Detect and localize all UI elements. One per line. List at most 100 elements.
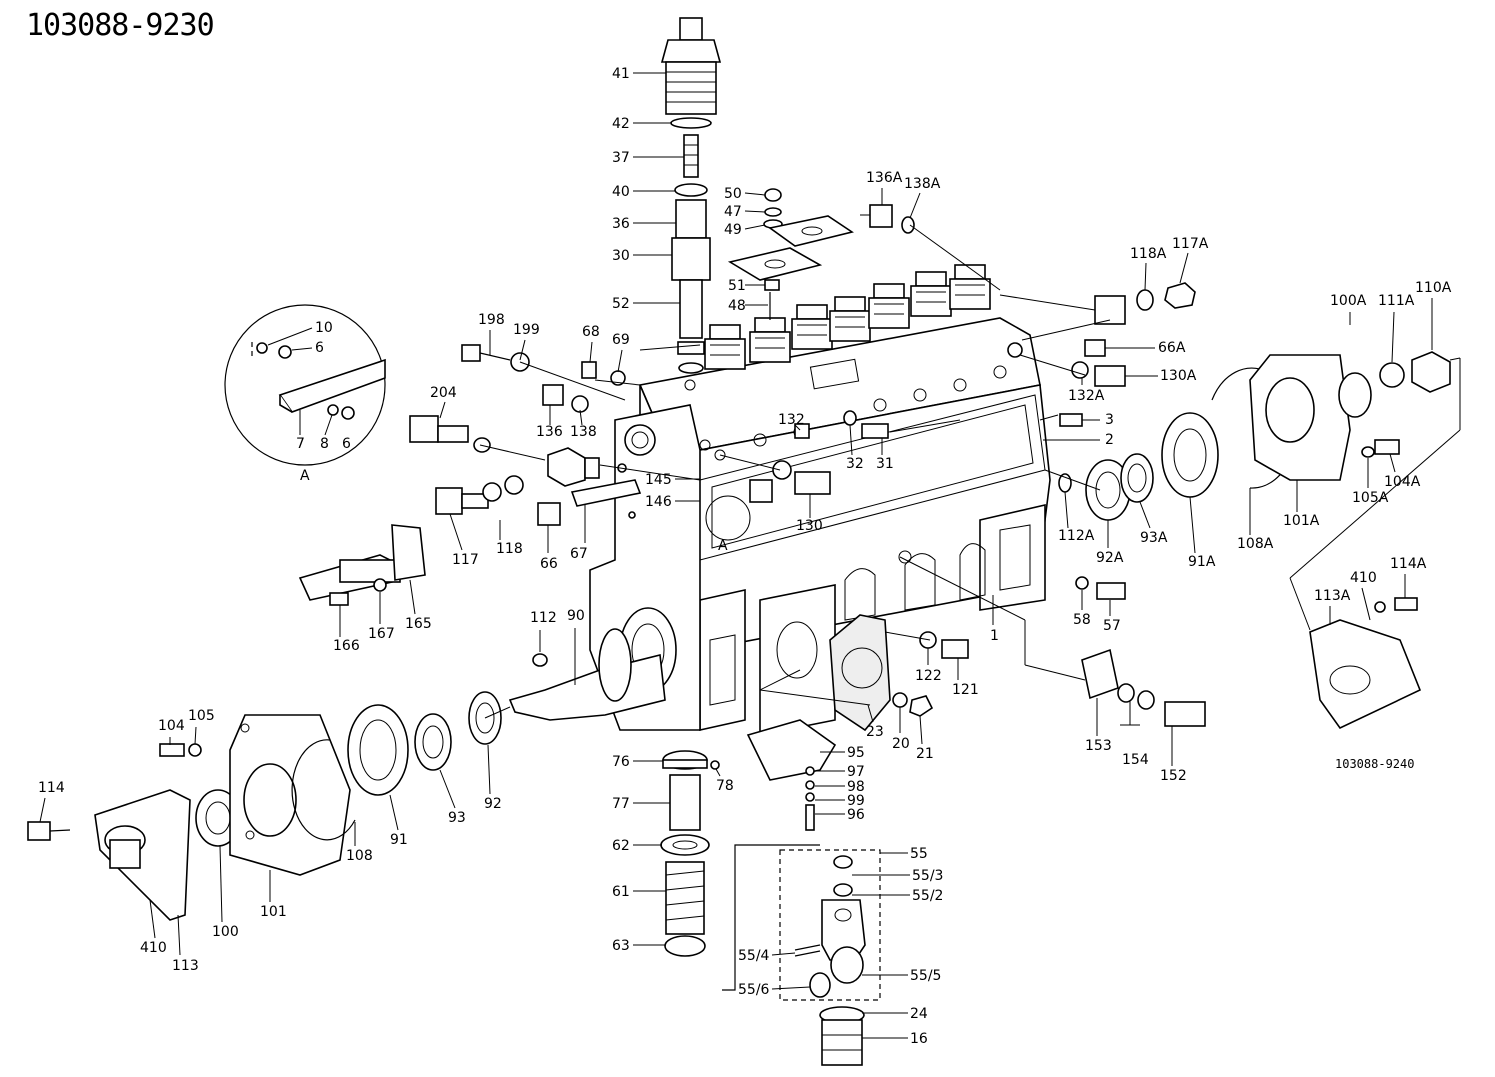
callout-96: 96 <box>847 807 865 823</box>
callout-92: 92 <box>484 796 502 812</box>
callout-100a: 100A <box>1330 293 1367 309</box>
callout-108: 108 <box>346 848 373 864</box>
callout-62: 62 <box>612 838 630 854</box>
callout-118a: 118A <box>1130 246 1167 262</box>
callout-167: 167 <box>368 626 395 642</box>
callout-55-4: 55/4 <box>738 948 770 964</box>
callout-8: 8 <box>320 436 329 452</box>
callout-110a: 110A <box>1415 280 1452 296</box>
callout-91: 91 <box>390 832 408 848</box>
callout-69: 69 <box>612 332 630 348</box>
callout-66: 66 <box>540 556 558 572</box>
callout-63: 63 <box>612 938 630 954</box>
callout-153: 153 <box>1085 738 1112 754</box>
callout-97: 97 <box>847 764 865 780</box>
callout-37: 37 <box>612 150 630 166</box>
callout-labels: 41 42 37 40 36 30 52 50 47 49 51 48 136A <box>38 66 1452 1047</box>
callout-52: 52 <box>612 296 630 312</box>
callout-113: 113 <box>172 958 199 974</box>
callout-112: 112 <box>530 610 557 626</box>
callout-a-body: A <box>718 538 728 554</box>
callout-76: 76 <box>612 754 630 770</box>
callout-145: 145 <box>645 472 672 488</box>
callout-410a: 410 <box>1350 570 1377 586</box>
callout-112a: 112A <box>1058 528 1095 544</box>
callout-42: 42 <box>612 116 630 132</box>
callout-32: 32 <box>846 456 864 472</box>
callout-101: 101 <box>260 904 287 920</box>
callout-130: 130 <box>796 518 823 534</box>
callout-40: 40 <box>612 184 630 200</box>
roller-tappet-stack <box>660 719 837 991</box>
callout-47: 47 <box>724 204 742 220</box>
callout-108a: 108A <box>1237 536 1274 552</box>
detail-view-a <box>224 304 386 466</box>
callout-10: 10 <box>315 320 333 336</box>
callout-105: 105 <box>188 708 215 724</box>
callout-1: 1 <box>990 628 999 644</box>
callout-117: 117 <box>452 552 479 568</box>
callout-95: 95 <box>847 745 865 761</box>
left-end-cover-group <box>27 691 502 921</box>
callout-104: 104 <box>158 718 185 734</box>
callout-165: 165 <box>405 616 432 632</box>
callout-154: 154 <box>1122 752 1149 768</box>
callout-55-3: 55/3 <box>912 868 943 884</box>
callout-410: 410 <box>140 940 167 956</box>
callout-30: 30 <box>612 248 630 264</box>
callout-166: 166 <box>333 638 360 654</box>
callout-105a: 105A <box>1352 490 1389 506</box>
callout-50: 50 <box>724 186 742 202</box>
callout-138a: 138A <box>904 176 941 192</box>
callout-113a: 113A <box>1314 588 1351 604</box>
callout-66a: 66A <box>1158 340 1186 356</box>
center-fittings <box>705 410 1072 541</box>
delivery-valve-stack <box>660 17 854 374</box>
callout-31: 31 <box>876 456 894 472</box>
callout-118: 118 <box>496 541 523 557</box>
callout-3: 3 <box>1105 412 1114 428</box>
sub-part-number: 103088-9240 <box>1335 757 1414 771</box>
callout-136a: 136A <box>866 170 903 186</box>
callout-121: 121 <box>952 682 979 698</box>
callout-98: 98 <box>847 779 865 795</box>
callout-61: 61 <box>612 884 630 900</box>
callout-114: 114 <box>38 780 65 796</box>
callout-55-5: 55/5 <box>910 968 941 984</box>
callout-7: 7 <box>296 436 305 452</box>
callout-77: 77 <box>612 796 630 812</box>
leader-lines <box>479 214 1461 726</box>
callout-90: 90 <box>567 608 585 624</box>
callout-21: 21 <box>916 746 934 762</box>
callout-93: 93 <box>448 810 466 826</box>
callout-101a: 101A <box>1283 513 1320 529</box>
callout-68: 68 <box>582 324 600 340</box>
callout-6-bottom: 6 <box>342 436 351 452</box>
callout-198: 198 <box>478 312 505 328</box>
callout-a-detail: A <box>300 468 310 484</box>
callout-114a: 114A <box>1390 556 1427 572</box>
pump-housing <box>589 317 1051 736</box>
callout-104a: 104A <box>1384 474 1421 490</box>
callout-152: 152 <box>1160 768 1187 784</box>
diagram-part-number: 103088-9230 <box>26 8 215 43</box>
callout-6-top: 6 <box>315 340 324 356</box>
callout-117a: 117A <box>1172 236 1209 252</box>
callout-23: 23 <box>866 724 884 740</box>
left-fittings <box>298 344 642 606</box>
callout-111a: 111A <box>1378 293 1415 309</box>
callout-55-6: 55/6 <box>738 982 770 998</box>
callout-92a: 92A <box>1096 550 1124 566</box>
callout-57: 57 <box>1103 618 1121 634</box>
callout-48: 48 <box>728 298 746 314</box>
callout-58: 58 <box>1073 612 1091 628</box>
callout-132a: 132A <box>1068 388 1105 404</box>
callout-100: 100 <box>212 924 239 940</box>
callout-136: 136 <box>536 424 563 440</box>
right-end-cover-group <box>1059 282 1451 730</box>
callout-67: 67 <box>570 546 588 562</box>
callout-122: 122 <box>915 668 942 684</box>
callout-2: 2 <box>1105 432 1114 448</box>
